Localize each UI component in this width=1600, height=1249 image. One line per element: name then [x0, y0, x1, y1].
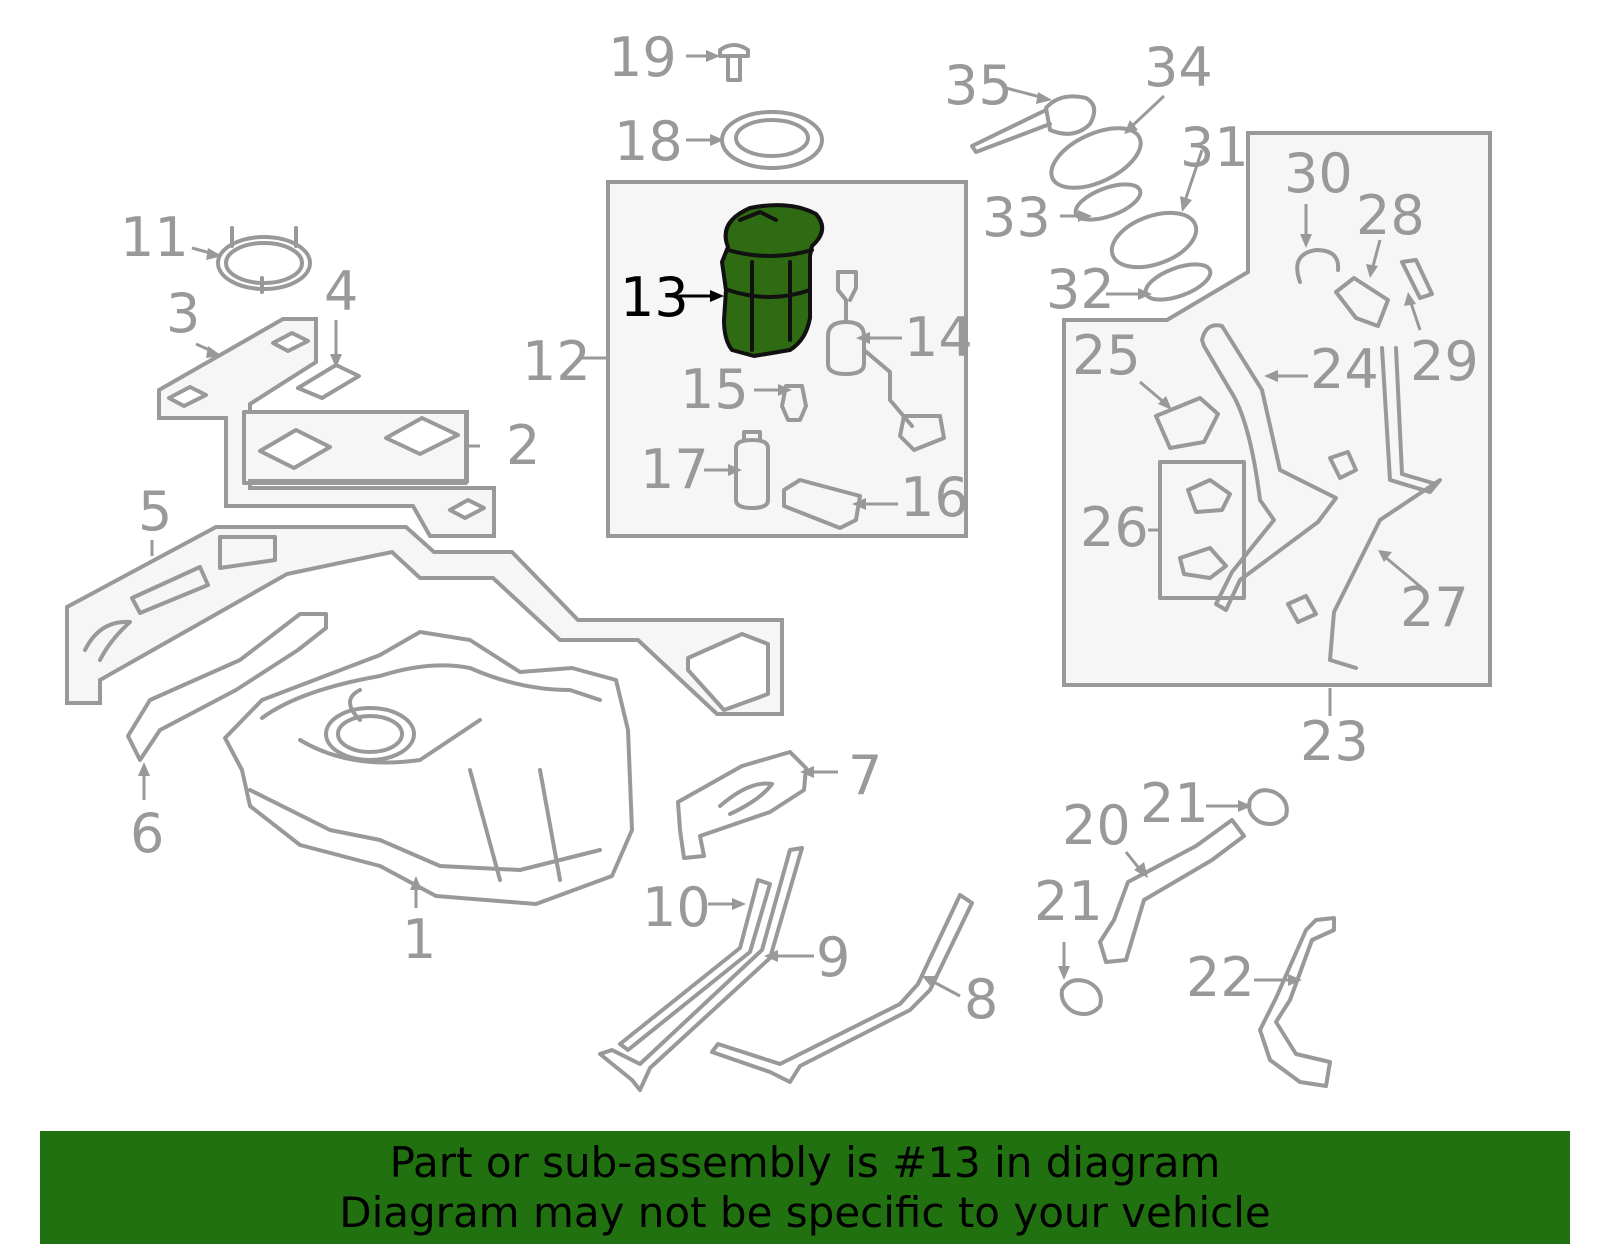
part-30-hose [1295, 248, 1341, 284]
callout-5: 5 [138, 480, 172, 543]
callout-14: 14 [904, 306, 973, 369]
callout-3: 3 [166, 282, 200, 345]
callout-32: 32 [1046, 258, 1115, 321]
part-9-strap [598, 846, 804, 1092]
callout-20: 20 [1062, 794, 1131, 857]
part-21-clamp-upper [1247, 788, 1289, 826]
part-29-clip [1400, 258, 1434, 300]
part-19-bolt [718, 43, 750, 82]
part-1-fuel-tank [223, 630, 634, 906]
part-5-block [686, 632, 770, 712]
part-2-pad-a [258, 428, 332, 470]
part-1-tank-opening [324, 706, 416, 762]
part-7-shield [676, 750, 808, 860]
group-box-23 [1062, 131, 1492, 687]
part-24-fitting [1286, 450, 1358, 624]
part-11-retainer-ring-inner [224, 241, 304, 285]
part-20-hose [1098, 818, 1246, 964]
part-5-detail-c [83, 619, 132, 662]
part-10-strap [618, 878, 772, 1052]
part-2-pad-b [384, 416, 460, 456]
part-28-filter [1334, 276, 1390, 328]
part-8-strap [710, 893, 974, 1084]
callout-34: 34 [1144, 36, 1213, 99]
callout-4: 4 [324, 260, 358, 323]
part-17-filter [734, 430, 770, 510]
part-26-clip-b [1178, 546, 1228, 580]
callout-25: 25 [1072, 324, 1141, 387]
callout-31: 31 [1180, 116, 1249, 179]
callout-24: 24 [1310, 338, 1379, 401]
part-35-cap [970, 94, 1097, 154]
callout-7: 7 [848, 744, 882, 807]
callout-labels: 1 2 3 4 5 6 7 8 9 10 11 12 13 14 15 16 1… [120, 26, 1479, 1031]
callout-13: 13 [620, 266, 689, 329]
part-3-pad-c [448, 498, 486, 520]
callout-1: 1 [402, 908, 436, 971]
part-25-valve [1154, 396, 1220, 450]
callout-26: 26 [1080, 496, 1149, 559]
callout-12: 12 [522, 330, 591, 393]
part-5-detail-b [218, 535, 277, 570]
part-7-detail [718, 781, 774, 816]
callout-21-lower: 21 [1034, 870, 1103, 933]
part-27-hose-b [1394, 346, 1438, 486]
part-4-pad [296, 363, 361, 400]
callout-11: 11 [120, 206, 189, 269]
part-13-detail [726, 210, 814, 352]
part-1-tank-opening-inner [336, 714, 404, 754]
callout-18: 18 [614, 110, 683, 173]
callout-2: 2 [506, 414, 540, 477]
footer-line-part-number: Part or sub-assembly is #13 in diagram [389, 1137, 1221, 1187]
callout-6: 6 [130, 802, 164, 865]
part-13-fuel-pump-module [720, 203, 824, 358]
part-16-regulator [782, 478, 862, 530]
part-27-hose [1328, 346, 1442, 670]
callout-23: 23 [1300, 710, 1369, 773]
arrowheads [138, 50, 1416, 988]
callout-8: 8 [964, 968, 998, 1031]
part-31-seal [1109, 210, 1199, 270]
part-3-pad-a [167, 385, 208, 408]
callout-17: 17 [640, 438, 709, 501]
callout-19: 19 [608, 26, 677, 89]
callout-15: 15 [680, 358, 749, 421]
callout-10: 10 [642, 876, 711, 939]
callout-28: 28 [1356, 184, 1425, 247]
part-26-clip-a [1186, 478, 1232, 514]
callout-30: 30 [1284, 142, 1353, 205]
part-33-ring [1073, 182, 1143, 222]
part-11-tabs [230, 226, 298, 294]
part-34-seal [1049, 126, 1143, 190]
part-15-valve [780, 384, 808, 422]
heat-shield-5 [65, 525, 784, 716]
footer-banner: Part or sub-assembly is #13 in diagram D… [40, 1131, 1570, 1244]
part-24-filler-neck [1200, 323, 1338, 612]
part-18-lock-ring-inner [734, 118, 810, 158]
callout-33: 33 [982, 186, 1051, 249]
callout-9: 9 [816, 926, 850, 989]
callout-22: 22 [1186, 946, 1255, 1009]
part-6-bracket [126, 612, 328, 762]
callout-21-upper: 21 [1140, 772, 1209, 835]
part-14-sender [826, 270, 946, 452]
callout-35: 35 [944, 54, 1013, 117]
part-1-tank-lower [248, 768, 602, 882]
callout-27: 27 [1400, 576, 1469, 639]
part-21-clamp-lower [1059, 978, 1103, 1016]
part-3-pad-b [271, 331, 310, 353]
footer-line-disclaimer: Diagram may not be specific to your vehi… [339, 1187, 1271, 1237]
part-5-detail [130, 565, 210, 615]
callout-29: 29 [1410, 330, 1479, 393]
callout-16: 16 [900, 466, 969, 529]
part-22-pipe [1258, 916, 1336, 1088]
